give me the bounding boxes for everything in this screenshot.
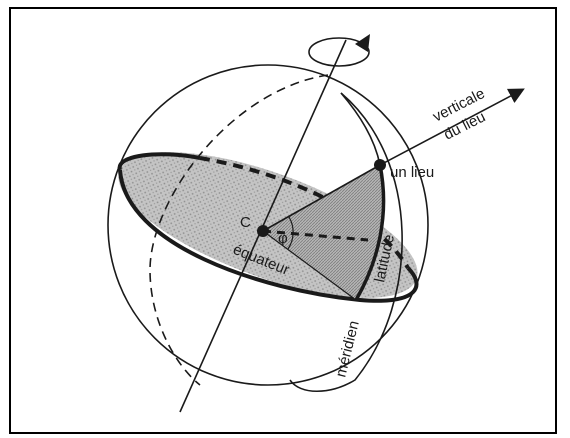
center-point: [257, 225, 269, 237]
rotation-arrowhead-icon: [355, 34, 370, 52]
place-point: [374, 159, 386, 171]
angle-label: φ: [278, 230, 288, 247]
place-label: un lieu: [390, 164, 434, 181]
meridian-label: méridien: [332, 319, 362, 379]
center-label: C: [240, 214, 251, 231]
meridian-circle-top: [341, 93, 380, 165]
